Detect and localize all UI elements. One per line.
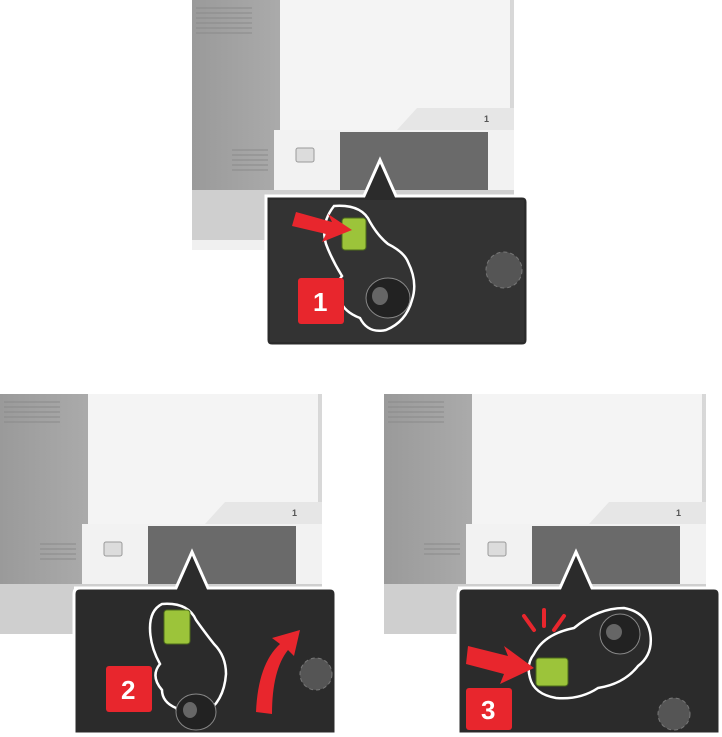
step-1-badge-number: 1 bbox=[313, 287, 327, 317]
step-3-illustration: 1 3 bbox=[384, 394, 722, 737]
pick-roller-hub bbox=[606, 624, 622, 640]
tray-handle bbox=[104, 542, 122, 556]
step-1-panel: 1 1 bbox=[192, 0, 532, 350]
tray-handle bbox=[488, 542, 506, 556]
latch-green bbox=[342, 218, 366, 250]
tray-opening bbox=[148, 526, 296, 584]
tray-number-label: 1 bbox=[292, 508, 297, 518]
pick-roller-hub bbox=[183, 702, 197, 718]
latch-green bbox=[536, 658, 568, 686]
step-1-illustration: 1 1 bbox=[192, 0, 532, 350]
step-2-panel: 1 2 bbox=[0, 394, 340, 737]
step-2-illustration: 1 2 bbox=[0, 394, 340, 737]
tray-number-label: 1 bbox=[484, 114, 489, 124]
gear-right bbox=[300, 658, 332, 690]
latch-green bbox=[164, 610, 190, 644]
tray-handle bbox=[296, 148, 314, 162]
tray-opening bbox=[532, 526, 680, 584]
tray-number-label: 1 bbox=[676, 508, 681, 518]
tray-opening bbox=[340, 132, 488, 190]
step-3-panel: 1 3 bbox=[384, 394, 722, 737]
step-3-badge-number: 3 bbox=[481, 695, 495, 725]
gear-bottom bbox=[658, 698, 690, 730]
gear-right bbox=[486, 252, 522, 288]
pick-roller-hub bbox=[372, 287, 388, 305]
step-2-badge-number: 2 bbox=[121, 675, 135, 705]
